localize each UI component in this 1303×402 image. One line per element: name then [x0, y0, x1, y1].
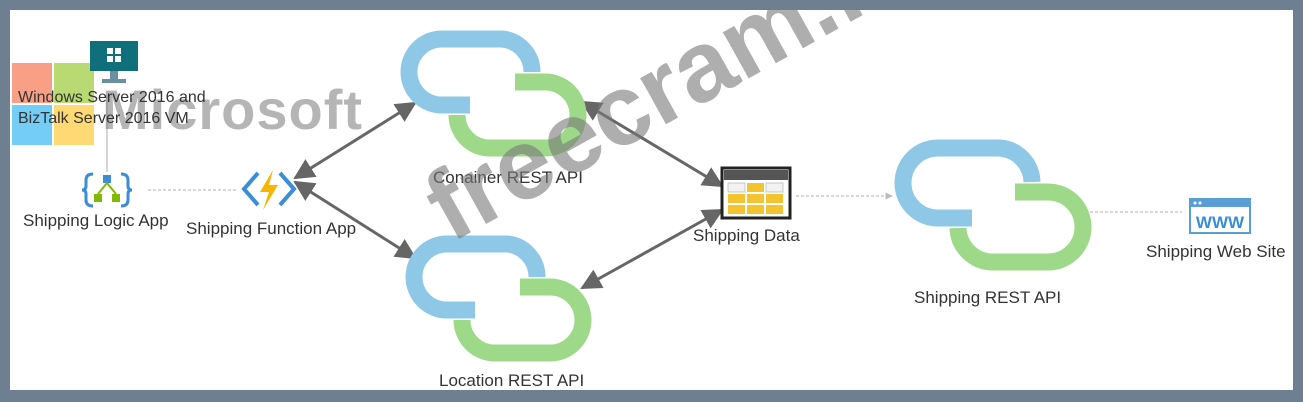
database-table-icon: [720, 166, 792, 220]
shipping-api-label: Shipping REST API: [914, 288, 1062, 307]
arrow-container-data: [580, 100, 724, 188]
web-site-label: Shipping Web Site: [1146, 242, 1286, 261]
location-api-link-icon: [405, 235, 592, 362]
logic-app-label: Shipping Logic App: [23, 211, 169, 230]
www-badge: WWW: [1196, 213, 1245, 232]
watermark-brand: Microsoft: [102, 78, 363, 141]
function-app-icon: [241, 170, 297, 210]
function-app-label: Shipping Function App: [186, 219, 357, 238]
location-api-label: Location REST API: [439, 371, 585, 390]
container-api-link-icon: [400, 30, 587, 157]
vm-monitor-icon: [90, 41, 138, 83]
arrow-function-container: [293, 101, 417, 180]
ms-logo-blue-tile: [12, 105, 52, 145]
diagram-graphics: WWW: [81, 30, 1251, 362]
vm-label-line1: Windows Server 2016 and: [18, 89, 206, 106]
arrow-function-location: [293, 180, 417, 260]
logic-app-icon: [81, 172, 133, 208]
ms-logo-red-tile: [12, 63, 52, 103]
ms-logo-yellow-tile: [54, 105, 94, 145]
arrow-location-data: [580, 208, 724, 290]
diagram-canvas: WWW Microsoft Windows Server 2016 and Bi…: [10, 10, 1293, 390]
www-icon: WWW: [1189, 198, 1251, 234]
ms-logo-green-tile: [54, 63, 94, 103]
container-api-label: Conainer REST API: [433, 168, 583, 187]
shipping-api-link-icon: [894, 139, 1092, 271]
shipping-data-label: Shipping Data: [693, 226, 800, 245]
vm-label-line2: BizTalk Server 2016 VM: [18, 110, 189, 127]
